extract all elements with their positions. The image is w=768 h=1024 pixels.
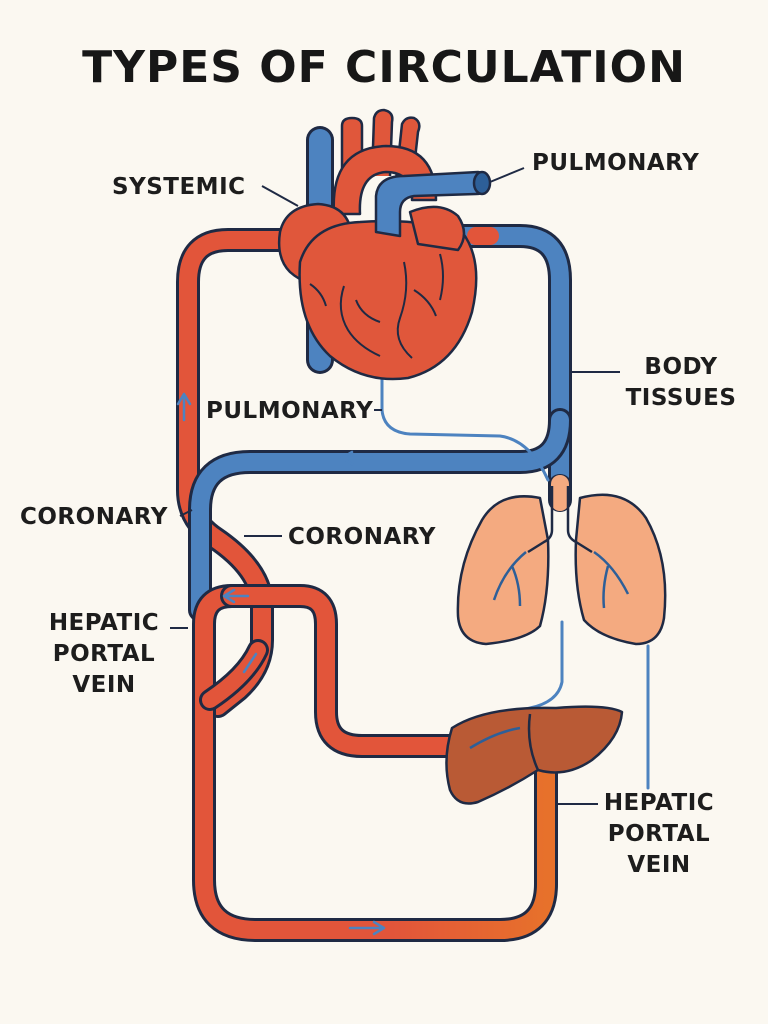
vessel-network bbox=[176, 126, 572, 942]
pulmonary-vein-vessel bbox=[188, 408, 572, 622]
label-pulmonary-mid: PULMONARY bbox=[206, 398, 374, 424]
coronary-loop-vessel bbox=[220, 584, 464, 758]
label-hepatic-right-line3: VEIN bbox=[627, 852, 691, 878]
label-hepatic-right-line2: PORTAL bbox=[607, 821, 711, 847]
label-pulmonary-top: PULMONARY bbox=[532, 150, 700, 176]
arrow-left-icon-2 bbox=[222, 588, 250, 604]
liver-illustration bbox=[445, 705, 624, 805]
label-hepatic-left-line1: HEPATIC bbox=[48, 610, 160, 636]
label-coronary-left: CORONARY bbox=[20, 504, 168, 530]
label-systemic: SYSTEMIC bbox=[112, 174, 246, 200]
arrow-right-icon bbox=[348, 920, 386, 936]
heart-illustration bbox=[277, 108, 492, 381]
arrow-diag-icon bbox=[242, 652, 258, 674]
arrow-up-icon bbox=[176, 392, 192, 422]
flow-arrows bbox=[176, 392, 386, 936]
body-tissue-vein-vessel bbox=[446, 224, 572, 512]
label-body-tissues-line1: BODY bbox=[644, 354, 718, 380]
systemic-return-loop-vessel bbox=[192, 584, 558, 942]
label-hepatic-left-line2: PORTAL bbox=[52, 641, 156, 667]
arrow-left-icon bbox=[340, 450, 374, 466]
label-hepatic-portal-vein-left: HEPATIC PORTAL VEIN bbox=[28, 608, 180, 701]
label-body-tissues-line2: TISSUES bbox=[625, 385, 737, 411]
label-hepatic-right-line1: HEPATIC bbox=[603, 790, 715, 816]
leader-systemic bbox=[261, 185, 299, 207]
label-body-tissues: BODY TISSUES bbox=[616, 352, 746, 414]
leader-pulmonary-top bbox=[489, 167, 525, 183]
leader-coronary-left bbox=[179, 509, 193, 517]
lungs-illustration bbox=[456, 486, 667, 646]
label-hepatic-portal-vein-right: HEPATIC PORTAL VEIN bbox=[584, 788, 734, 881]
label-coronary-mid: CORONARY bbox=[288, 524, 436, 550]
label-leader-lines bbox=[170, 167, 620, 805]
label-hepatic-left-line3: VEIN bbox=[72, 672, 136, 698]
diagram-title: TYPES OF CIRCULATION bbox=[82, 42, 686, 93]
